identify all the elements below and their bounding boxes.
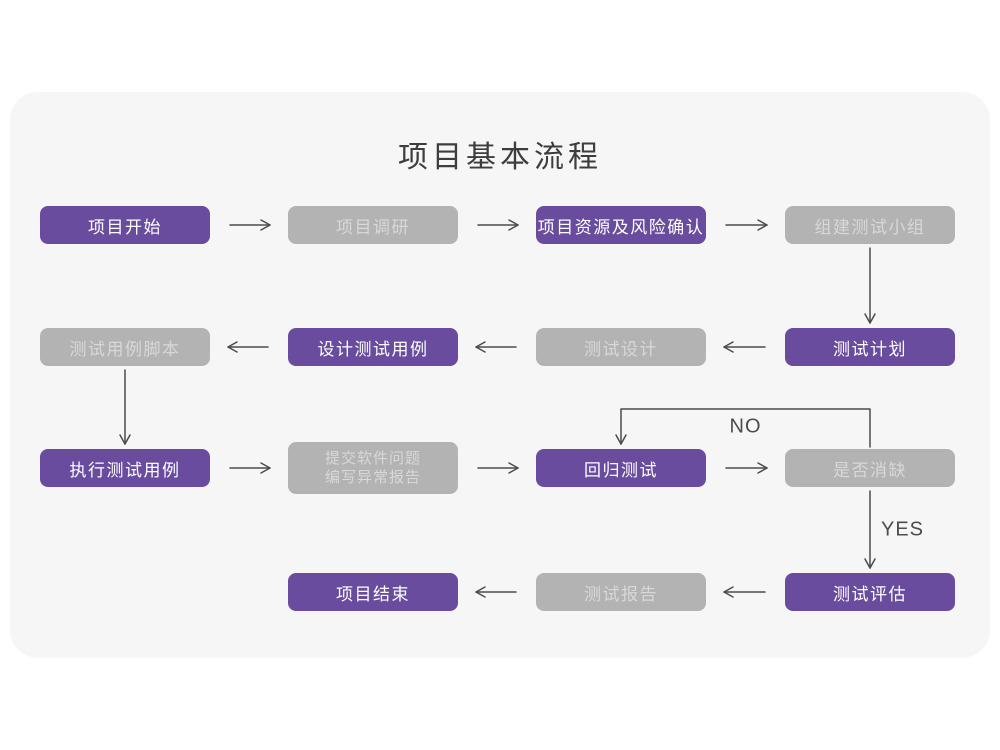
flow-node-test-case-scripts: 测试用例脚本 bbox=[40, 328, 210, 366]
flow-node-build-test-team: 组建测试小组 bbox=[785, 206, 955, 244]
page-title: 项目基本流程 bbox=[398, 141, 602, 174]
flow-node-execute-test-cases: 执行测试用例 bbox=[40, 449, 210, 487]
flowchart-card bbox=[10, 92, 990, 658]
flow-node-project-end: 项目结束 bbox=[288, 573, 458, 611]
flow-node-submit-issues-report: 提交软件问题编写异常报告 bbox=[288, 442, 458, 494]
flow-node-label: 项目资源及风险确认 bbox=[537, 217, 705, 237]
flow-edge-label-yes: YES bbox=[881, 518, 925, 540]
flow-node-defect-cleared: 是否消缺 bbox=[785, 449, 955, 487]
flow-node-label-line: 提交软件问题 bbox=[324, 450, 421, 467]
flow-node-test-report: 测试报告 bbox=[536, 573, 706, 611]
flow-node-regression-test: 回归测试 bbox=[536, 449, 706, 487]
flow-node-label: 测试报告 bbox=[584, 584, 658, 604]
flow-node-label: 项目调研 bbox=[336, 217, 410, 237]
flow-node-label-line: 编写异常报告 bbox=[324, 469, 421, 486]
flow-node-test-design: 测试设计 bbox=[536, 328, 706, 366]
flow-node-project-research: 项目调研 bbox=[288, 206, 458, 244]
flow-node-label: 测试计划 bbox=[833, 339, 907, 359]
flow-node-label: 回归测试 bbox=[584, 460, 658, 480]
flow-node-test-evaluation: 测试评估 bbox=[785, 573, 955, 611]
flow-node-project-start: 项目开始 bbox=[40, 206, 210, 244]
flow-node-label: 项目开始 bbox=[88, 217, 162, 237]
flow-node-label: 组建测试小组 bbox=[814, 217, 926, 237]
flow-node-label: 测试设计 bbox=[584, 339, 658, 359]
flow-edge-label-no: NO bbox=[729, 415, 762, 438]
flow-node-design-test-cases: 设计测试用例 bbox=[288, 328, 458, 366]
flow-node-label: 执行测试用例 bbox=[69, 460, 181, 480]
flow-node-test-plan: 测试计划 bbox=[785, 328, 955, 366]
flow-node-project-resources-risk: 项目资源及风险确认 bbox=[536, 206, 706, 244]
flow-node-label: 是否消缺 bbox=[833, 460, 907, 480]
flow-node-label: 项目结束 bbox=[336, 584, 410, 604]
flow-node-label: 设计测试用例 bbox=[317, 339, 429, 359]
flow-node-label: 测试用例脚本 bbox=[69, 339, 181, 359]
flow-node-label: 测试评估 bbox=[833, 584, 907, 604]
